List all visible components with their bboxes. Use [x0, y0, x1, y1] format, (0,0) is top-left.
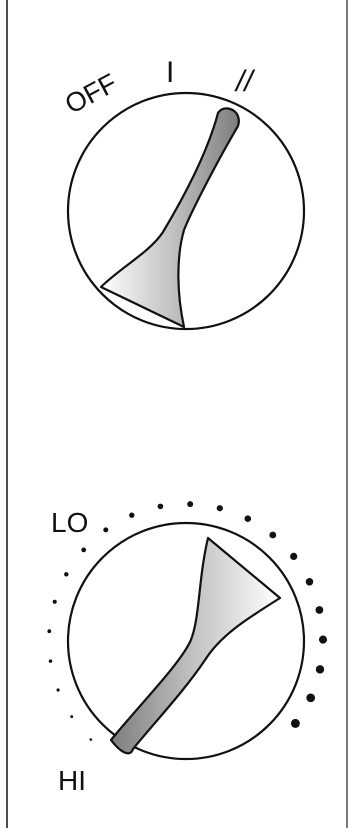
- heat-level-dot: [315, 665, 325, 674]
- switch-knob-handle[interactable]: [99, 107, 240, 329]
- heat-level-dot: [187, 501, 194, 508]
- heat-level-dot: [64, 572, 69, 577]
- heat-knob-handle[interactable]: [109, 536, 282, 755]
- heat-high-label: HI: [58, 765, 86, 796]
- heat-level-dot: [48, 659, 53, 663]
- heat-knob[interactable]: LO HI: [47, 501, 328, 796]
- heat-knob-dial[interactable]: [66, 521, 306, 761]
- heat-level-dot: [290, 552, 298, 560]
- heat-level-dot: [269, 531, 277, 539]
- heat-level-dot: [52, 599, 57, 604]
- switch-position-two-label: //: [234, 65, 255, 98]
- switch-off-label: OFF: [60, 68, 122, 120]
- heat-level-dot: [89, 738, 93, 741]
- heat-level-dot: [56, 688, 60, 692]
- heat-level-dot: [216, 505, 223, 512]
- heat-level-dot: [318, 635, 328, 644]
- heat-level-dot: [244, 515, 252, 522]
- heat-level-dot: [305, 578, 314, 586]
- heat-level-dot: [81, 547, 87, 553]
- heat-level-dot: [157, 503, 164, 510]
- heat-level-dot: [129, 512, 135, 518]
- heat-level-scale: [47, 501, 328, 741]
- heat-level-dot: [103, 527, 109, 533]
- heat-level-dot: [290, 718, 300, 728]
- heat-low-label: LO: [51, 507, 88, 538]
- switch-knob[interactable]: OFF I //: [60, 56, 306, 331]
- switch-position-one-label: I: [166, 56, 174, 89]
- heat-level-dot: [70, 715, 74, 719]
- heat-level-dot: [306, 693, 316, 703]
- heat-level-dot: [315, 606, 324, 614]
- heat-level-dot: [47, 629, 52, 634]
